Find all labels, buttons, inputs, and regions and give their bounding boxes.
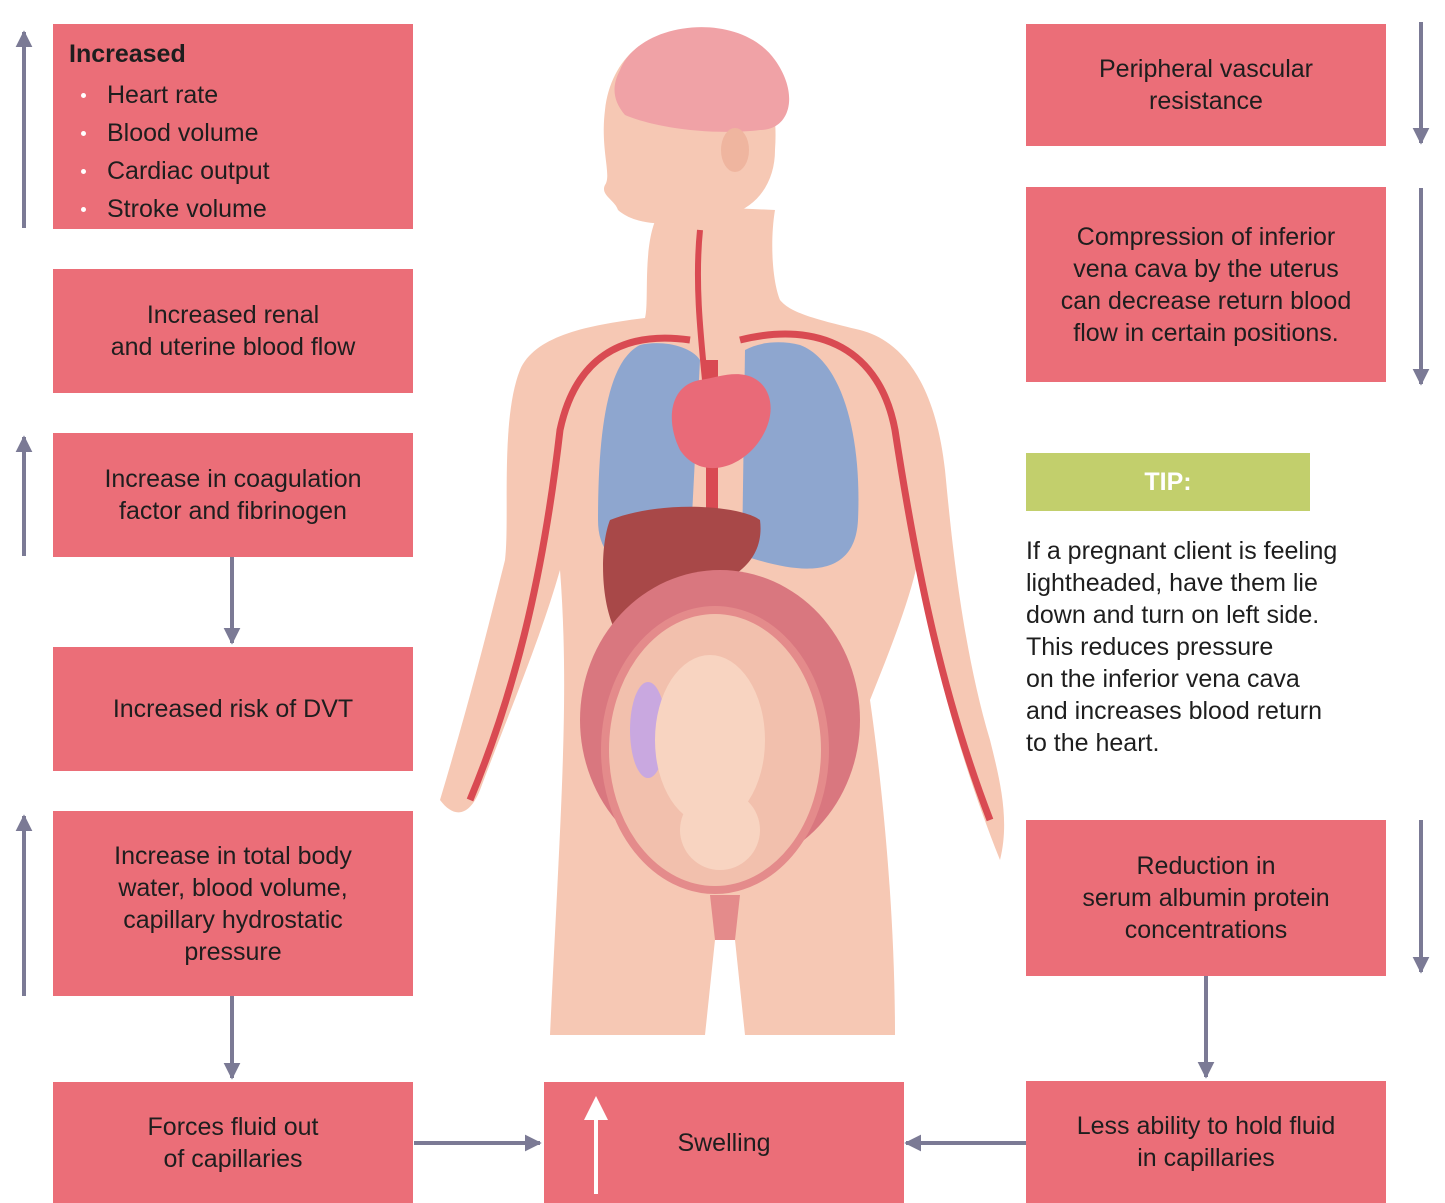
- dvt-risk-box: Increased risk of DVT: [53, 647, 413, 771]
- less-ability-box: Less ability to hold fluid in capillarie…: [1026, 1081, 1386, 1203]
- fetus-head: [680, 790, 760, 870]
- increased-list: Heart rate Blood volume Cardiac output S…: [69, 76, 397, 228]
- forces-fluid-box: Forces fluid out of capillaries: [53, 1082, 413, 1203]
- increased-heading: Increased: [69, 38, 397, 70]
- coagulation-text: Increase in coagulation factor and fibri…: [104, 463, 361, 527]
- ear: [721, 128, 749, 172]
- dvt-risk-text: Increased risk of DVT: [113, 693, 353, 725]
- renal-blood-flow-box: Increased renal and uterine blood flow: [53, 269, 413, 393]
- brain: [615, 27, 790, 132]
- ivc-compression-text: Compression of inferior vena cava by the…: [1061, 221, 1351, 349]
- ivc-compression-box: Compression of inferior vena cava by the…: [1026, 187, 1386, 382]
- list-item: Cardiac output: [69, 152, 397, 190]
- swelling-text: Swelling: [677, 1127, 770, 1159]
- total-body-water-text: Increase in total body water, blood volu…: [114, 840, 352, 968]
- total-body-water-box: Increase in total body water, blood volu…: [53, 811, 413, 996]
- increased-cardiac-box: Increased Heart rate Blood volume Cardia…: [53, 24, 413, 229]
- list-item: Heart rate: [69, 76, 397, 114]
- swelling-up-arrow-icon: [576, 1092, 616, 1202]
- forces-fluid-text: Forces fluid out of capillaries: [148, 1111, 319, 1175]
- tip-label: TIP:: [1026, 453, 1310, 511]
- list-item: Blood volume: [69, 114, 397, 152]
- renal-blood-flow-text: Increased renal and uterine blood flow: [111, 299, 356, 363]
- peripheral-vascular-resistance-box: Peripheral vascular resistance: [1026, 24, 1386, 146]
- list-item: Stroke volume: [69, 190, 397, 228]
- tip-text: If a pregnant client is feeling lighthea…: [1026, 535, 1426, 759]
- less-ability-text: Less ability to hold fluid in capillarie…: [1077, 1110, 1335, 1174]
- peripheral-vascular-resistance-text: Peripheral vascular resistance: [1099, 53, 1313, 117]
- albumin-reduction-text: Reduction in serum albumin protein conce…: [1082, 850, 1329, 946]
- swelling-box: Swelling: [544, 1082, 904, 1203]
- cervix: [710, 895, 740, 940]
- albumin-reduction-box: Reduction in serum albumin protein conce…: [1026, 820, 1386, 976]
- coagulation-box: Increase in coagulation factor and fibri…: [53, 433, 413, 557]
